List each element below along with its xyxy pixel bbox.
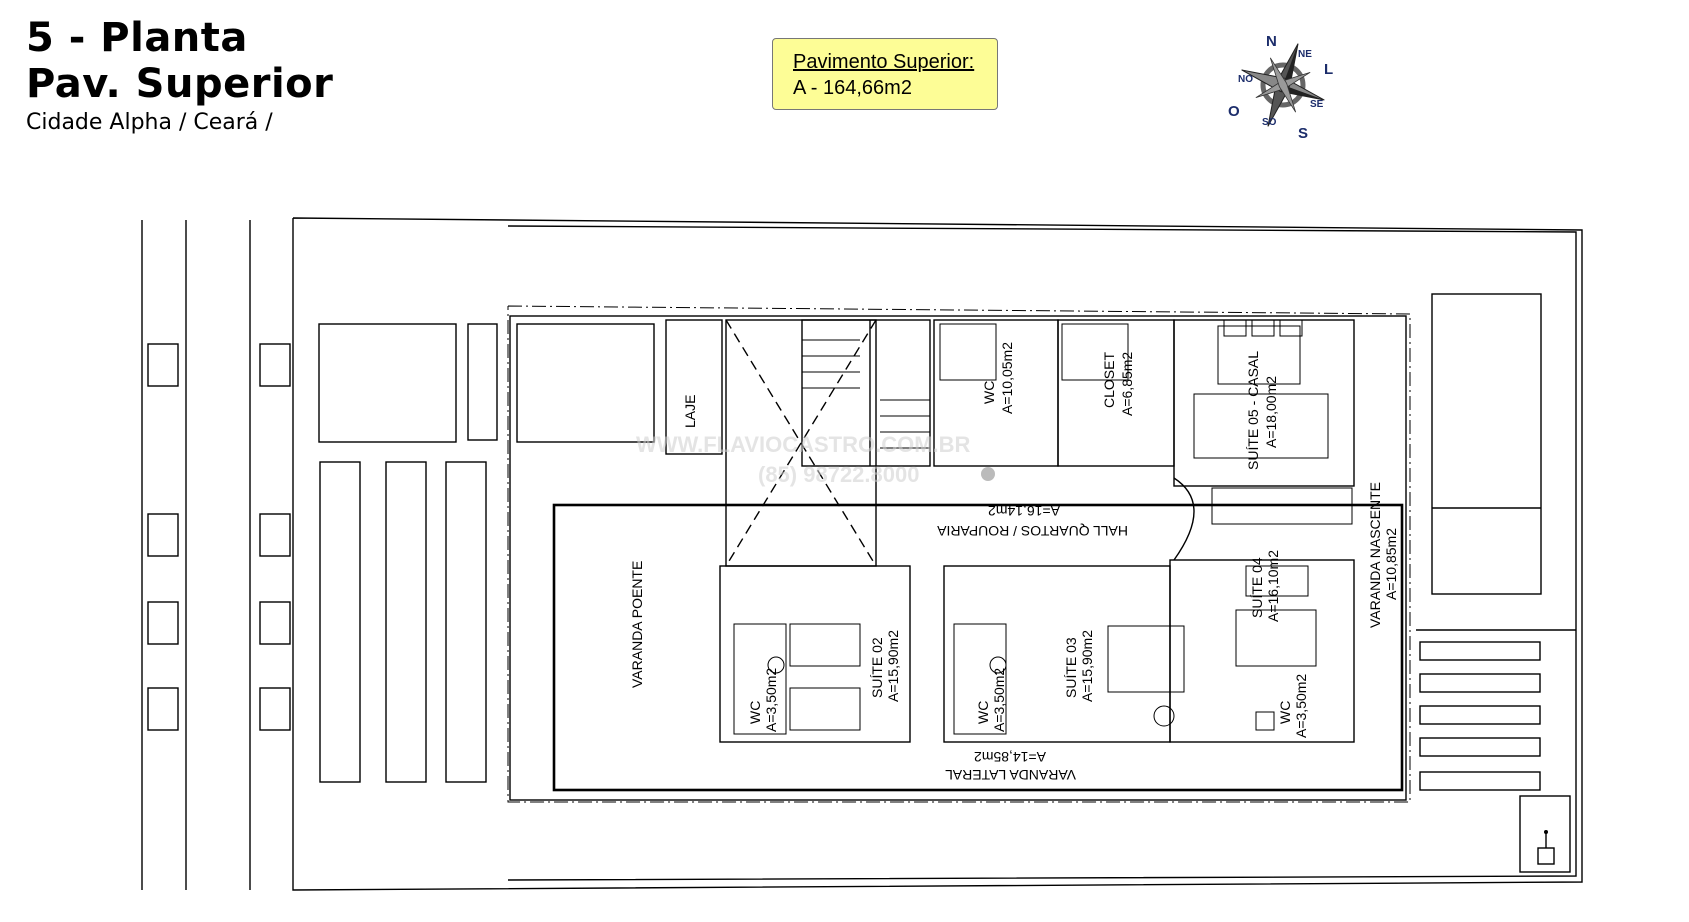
compass-l: L — [1324, 61, 1333, 78]
room-suite04-area: A=16,10m2 — [1265, 550, 1281, 622]
room-wc-s02: WC — [747, 701, 763, 724]
roof-outline — [507, 305, 1411, 803]
room-varanda-lateral-area: A=14,85m2 — [974, 749, 1046, 765]
compass-so: SO — [1262, 117, 1277, 128]
right-roof-blocks — [1419, 293, 1571, 873]
room-varanda-nascente: VARANDA NASCENTE — [1367, 482, 1383, 628]
floor-area-note: Pavimento Superior: A - 164,66m2 — [772, 38, 998, 110]
room-wc-s03-area: A=3,50m2 — [991, 668, 1007, 732]
room-hall-area: A=16,14m2 — [988, 503, 1060, 519]
room-varanda-nascente-area: A=10,85m2 — [1383, 528, 1399, 600]
room-wc-s03: WC — [975, 701, 991, 724]
compass-no: NO — [1238, 74, 1253, 85]
compass-rose-icon: N NE L SE S SO O NO — [1228, 33, 1333, 142]
room-suite03-area: A=15,90m2 — [1079, 630, 1095, 702]
room-wc-s02-area: A=3,50m2 — [763, 668, 779, 732]
room-suite03: SUÍTE 03 — [1063, 637, 1079, 698]
room-suite02: SUÍTE 02 — [869, 637, 885, 698]
lot-boundary — [292, 217, 1583, 891]
title-line-2: Pav. Superior — [26, 61, 334, 107]
left-lot-lines — [141, 220, 291, 890]
compass-o: O — [1228, 103, 1240, 120]
compass-se: SE — [1310, 99, 1324, 110]
page-title: 5 - Planta Pav. Superior Cidade Alpha / … — [26, 18, 333, 134]
compass-s: S — [1298, 125, 1308, 142]
room-closet: CLOSET — [1101, 352, 1117, 408]
left-roof-blocks — [318, 323, 655, 783]
location-subtitle: Cidade Alpha / Ceará / — [26, 110, 273, 135]
floor-area-value: A - 164,66m2 — [793, 77, 912, 99]
compass-ne: NE — [1298, 49, 1312, 60]
compass-n: N — [1266, 33, 1277, 50]
room-suite05: SUÍTE 05 - CASAL — [1245, 351, 1261, 470]
room-wc-s04: WC — [1277, 701, 1293, 724]
room-varanda-lateral: VARANDA LATERAL — [945, 767, 1076, 783]
room-laje: LAJE — [682, 395, 698, 428]
room-suite04: SUÍTE 04 — [1249, 557, 1265, 618]
staircase — [801, 319, 931, 467]
room-closet-area: A=6,85m2 — [1119, 352, 1135, 416]
watermark-site: WWW.FLAVIOCASTRO.COM.BR — [636, 432, 971, 457]
room-wc-top: WC — [981, 381, 997, 404]
floor-area-label: Pavimento Superior: — [793, 51, 975, 73]
watermark-phone: (85) 98722.8000 — [758, 462, 919, 487]
whatsapp-icon — [981, 467, 995, 481]
room-suite02-area: A=15,90m2 — [885, 630, 901, 702]
room-suite05-area: A=18,00m2 — [1263, 376, 1279, 448]
room-varanda-poente: VARANDA POENTE — [629, 561, 645, 688]
title-line-1: 5 - Planta — [26, 15, 248, 61]
roof-boundary — [507, 225, 1577, 881]
building-walls — [509, 315, 1407, 801]
room-wc-top-area: A=10,05m2 — [999, 342, 1015, 414]
room-hall: HALL QUARTOS / ROUPARIA — [936, 523, 1128, 539]
room-wc-s04-area: A=3,50m2 — [1293, 674, 1309, 738]
